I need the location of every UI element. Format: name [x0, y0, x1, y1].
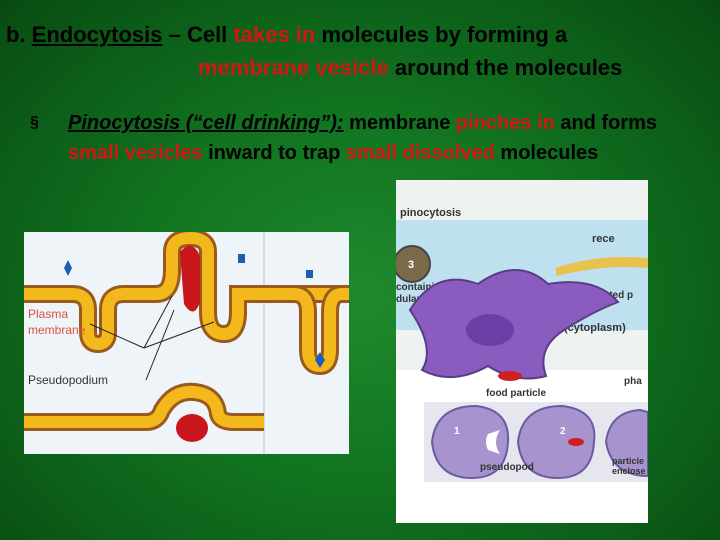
step-1-label: 1 [454, 426, 460, 437]
molecule-diamond-1 [64, 260, 72, 276]
label-rece: rece [592, 233, 615, 245]
phago-cell-3 [604, 408, 648, 478]
bullet-highlight-pinches-in: pinches in [455, 112, 555, 134]
bullet-t4: molecules [494, 142, 599, 164]
pinocytosis-illustration: 3 pinocytosis rece coated p containing d… [396, 180, 648, 523]
engulfed-particle [180, 245, 200, 312]
bullet-pinocytosis: § Pinocytosis (“cell drinking”): membran… [30, 108, 680, 168]
coated-membrane [556, 257, 648, 276]
bullet-marker: § [30, 114, 39, 131]
phago-cell-2 [516, 404, 596, 480]
molecule-square-2 [306, 270, 313, 278]
pointer-line-plasma-2 [143, 295, 173, 349]
label-containing: containing [396, 282, 447, 293]
molecule-square-1 [238, 254, 245, 263]
title-mid: molecules by forming a [315, 22, 568, 47]
title-end: around the molecules [388, 55, 623, 80]
bullet-text: Pinocytosis (“cell drinking”): membrane … [30, 108, 680, 168]
title-term: Endocytosis [31, 22, 163, 47]
title-highlight-takes-in: takes in [233, 22, 316, 47]
label-dular: dular [396, 294, 421, 305]
phago-particle-2 [568, 438, 584, 446]
label-plasma-line2: membrane [28, 323, 86, 337]
membrane-lower [24, 385, 264, 428]
pointer-line-plasma [89, 323, 145, 349]
bullet-t3: inward to trap [202, 142, 346, 164]
label-enclose: enclose [612, 466, 646, 476]
title-dash-text: – Cell [162, 22, 234, 47]
cell-food-particle [498, 371, 522, 381]
label-pseudopod: pseudopod [480, 462, 534, 473]
step-3-label: 3 [408, 259, 414, 271]
label-plasma-line1: Plasma [28, 307, 68, 321]
bullet-term: Pinocytosis (“cell drinking”): [68, 112, 344, 134]
title-line-2: membrane vesicle around the molecules [6, 51, 711, 84]
pointer-line-pseudo-2 [145, 309, 175, 381]
label-cytoplasm: (cytoplasm) [564, 322, 626, 334]
vesicle-contents [176, 414, 208, 442]
membrane-diagram: Plasma membrane Pseudopodium [24, 232, 349, 454]
label-food-particle: food particle [486, 388, 546, 399]
cell-nucleus [466, 314, 514, 346]
purple-cell [408, 269, 620, 380]
membrane-upper [24, 232, 349, 351]
bullet-t1: membrane [343, 112, 456, 134]
bullet-highlight-small-dissolved: small dissolved [345, 142, 495, 164]
label-pseudopodium: Pseudopodium [28, 373, 108, 387]
heading-pinocytosis: pinocytosis [400, 207, 461, 219]
title-highlight-membrane-vesicle: membrane vesicle [198, 55, 389, 80]
step-2-label: 2 [560, 426, 566, 437]
molecule-diamond-2 [315, 352, 325, 368]
label-pha: pha [624, 376, 642, 387]
pointer-line-pseudo [143, 321, 215, 349]
phago-cell-1-notch [486, 430, 500, 454]
phago-cell-1 [430, 404, 510, 480]
bullet-t2: and forms [554, 112, 658, 134]
slide-title: b. Endocytosis – Cell takes in molecules… [6, 18, 711, 84]
label-particle: particle [612, 456, 644, 466]
title-prefix: b. [6, 22, 32, 47]
vesicle-step-3 [396, 245, 431, 283]
bullet-highlight-small-vesicles: small vesicles [68, 142, 203, 164]
